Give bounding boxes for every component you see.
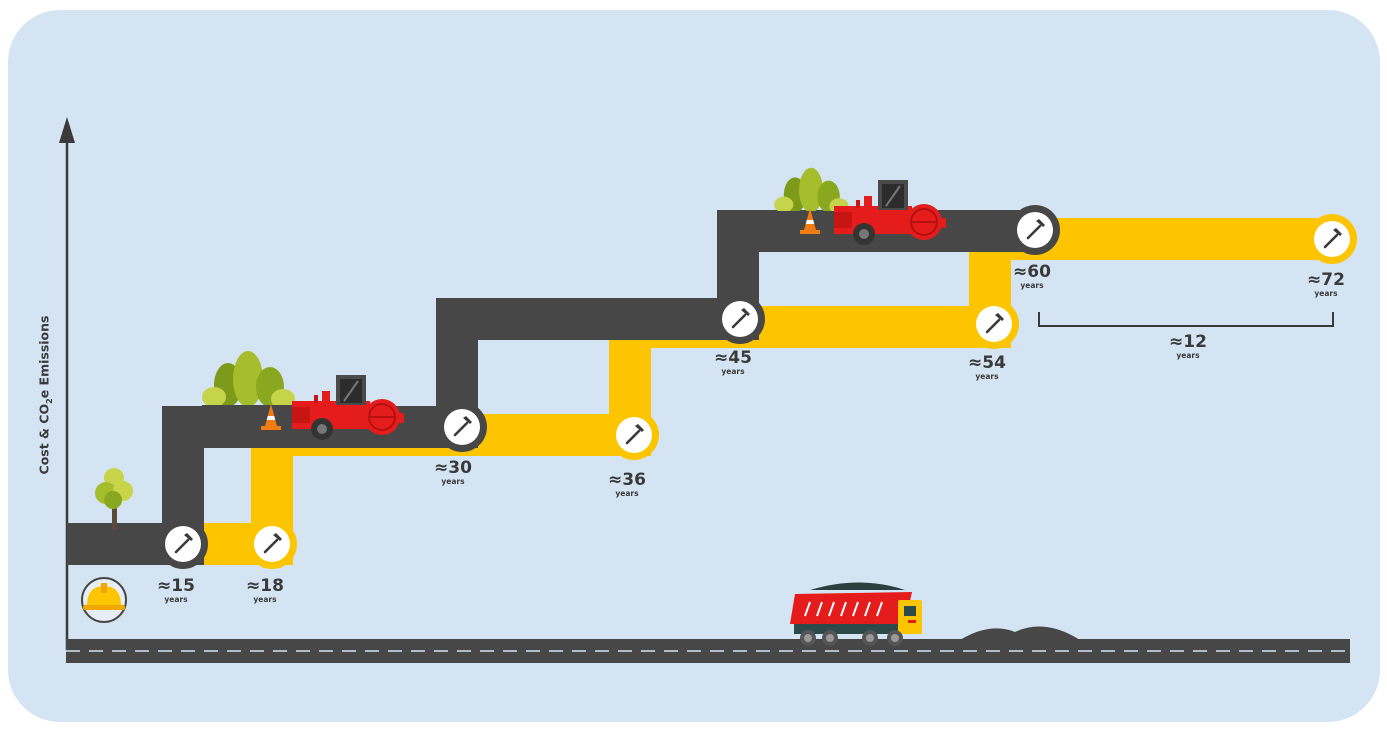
- dark-milestone-15: [158, 519, 208, 569]
- y-axis-arrow: [59, 117, 75, 143]
- yellow-milestone-18: [247, 519, 297, 569]
- tree-icon: [95, 468, 133, 530]
- dark-milestone-30: [437, 402, 487, 452]
- hard-hat-icon: [82, 578, 126, 622]
- yellow-milestone-54: [969, 299, 1019, 349]
- milestone-label-72: ≈72 years: [1296, 272, 1356, 298]
- dark-milestone-60: [1010, 205, 1060, 255]
- milestone-label-30: ≈30 years: [423, 460, 483, 486]
- yellow-milestone-36: [609, 410, 659, 460]
- yellow-milestone-72: [1307, 214, 1357, 264]
- interval-label-12: ≈12 years: [1158, 334, 1218, 360]
- milestone-label-18: ≈18 years: [235, 578, 295, 604]
- dark-milestone-45: [715, 294, 765, 344]
- soil-pile-icon: [960, 627, 1080, 640]
- dump-truck-icon: [790, 583, 922, 647]
- milestone-label-60: ≈60 years: [1002, 264, 1062, 290]
- bush-icon: [202, 351, 295, 411]
- milestone-label-15: ≈15 years: [146, 578, 206, 604]
- milestone-label-54: ≈54 years: [957, 355, 1017, 381]
- y-axis-label: Cost & CO2e Emissions: [36, 316, 54, 475]
- milestone-label-45: ≈45 years: [703, 350, 763, 376]
- milestone-label-36: ≈36 years: [597, 472, 657, 498]
- interval-bracket: [1039, 312, 1333, 326]
